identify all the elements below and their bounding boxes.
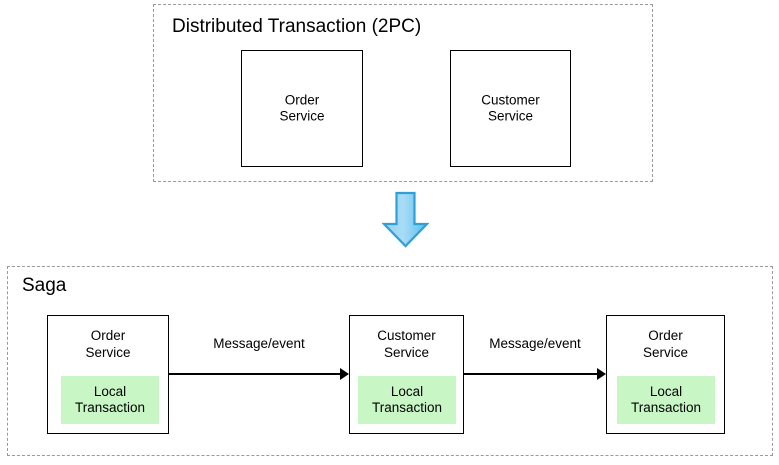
node-saga-order-service-1[interactable]: Order Service Local Transaction <box>47 315 169 434</box>
group-title-saga: Saga <box>22 275 67 296</box>
edge-arrow-1 <box>169 368 349 380</box>
group-distributed-transaction <box>153 4 653 182</box>
node-label-tpc-order-service: Order Service <box>279 92 325 124</box>
node-label-tpc-customer-service: Customer Service <box>481 92 540 124</box>
node-label-saga-order-service-1: Order Service <box>85 328 131 360</box>
node-label-saga-order-service-2: Order Service <box>642 328 688 360</box>
local-transaction-saga-customer-service: Local Transaction <box>358 376 456 424</box>
node-saga-customer-service[interactable]: Customer Service Local Transaction <box>349 315 464 434</box>
edge-arrow-2 <box>464 368 606 380</box>
edge-label-message-event-2: Message/event <box>489 336 581 351</box>
node-label-saga-customer-service: Customer Service <box>377 328 436 360</box>
local-transaction-saga-order-service-2: Local Transaction <box>617 376 715 424</box>
local-transaction-saga-order-service-1: Local Transaction <box>61 376 159 424</box>
group-title-distributed-transaction: Distributed Transaction (2PC) <box>172 16 422 37</box>
group-saga <box>7 266 773 456</box>
down-arrow-icon <box>382 191 429 248</box>
node-saga-order-service-2[interactable]: Order Service Local Transaction <box>606 315 725 434</box>
node-tpc-order-service[interactable]: Order Service <box>241 50 363 167</box>
node-tpc-customer-service[interactable]: Customer Service <box>450 50 571 167</box>
edge-label-message-event-1: Message/event <box>213 336 305 351</box>
